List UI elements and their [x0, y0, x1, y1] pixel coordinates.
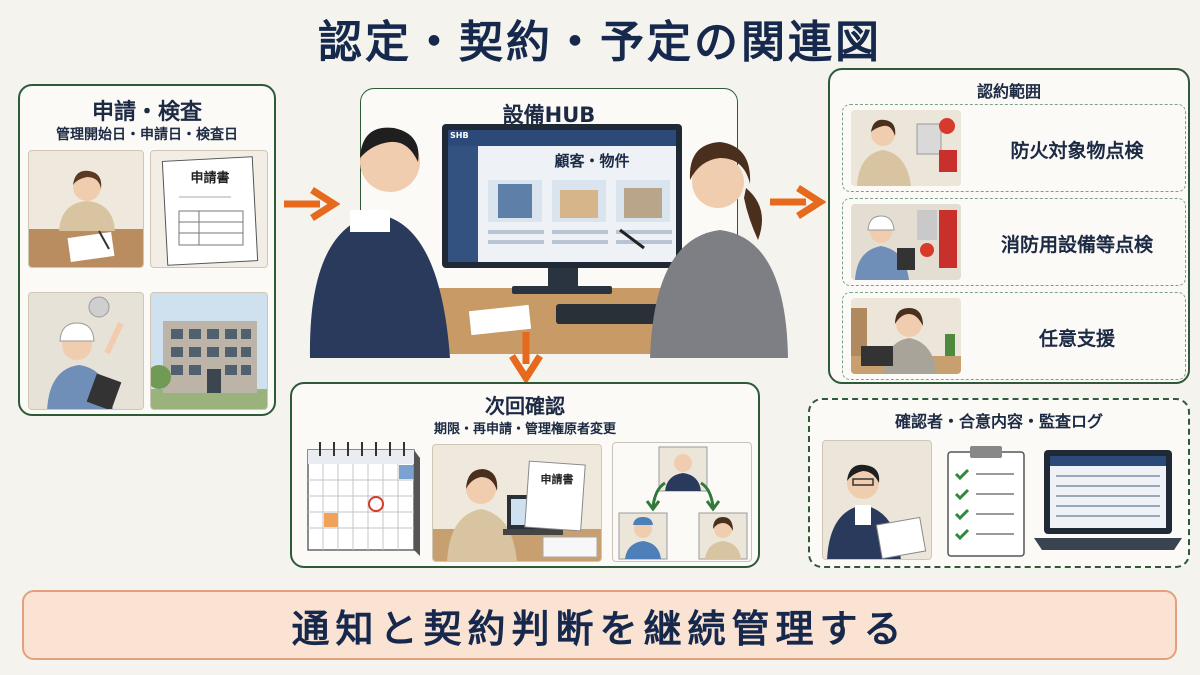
scope-title: 認約範囲: [976, 82, 1041, 101]
scope-item: 任意支援: [842, 292, 1186, 380]
application-inspection-title: 申請・検査: [91, 100, 202, 125]
calendar-icon: [307, 442, 420, 556]
audit-log-panel: 確認者・合意内容・監査ログ: [808, 398, 1190, 568]
page-title: 認定・契約・予定の関連図: [318, 17, 882, 68]
office-worker-illustration: 申請書: [432, 444, 602, 562]
scope-item: 防火対象物点検: [842, 104, 1186, 192]
scope-item-label: 消防用設備等点検: [1000, 233, 1153, 256]
reviewer-illustration: [822, 440, 932, 560]
arrow-right-icon: [284, 187, 340, 221]
application-form-illustration: 申請書: [150, 150, 268, 268]
building-illustration: [150, 292, 268, 410]
application-inspection-subtitle: 管理開始日・申請日・検査日: [56, 127, 238, 143]
summary-banner: 通知と契約判断を継続管理する: [22, 590, 1177, 660]
fire-inspection-illustration: [851, 110, 961, 186]
hub-meeting-scene: [309, 124, 788, 358]
next-check-panel: 次回確認 期限・再申請・管理権原者変更: [290, 382, 760, 568]
hub-screen-heading: 顧客・物件: [554, 152, 630, 170]
arrow-right-icon: [770, 185, 826, 219]
support-staff-illustration: [851, 298, 961, 374]
scope-panel: 認約範囲 防火対象物点検: [828, 68, 1190, 384]
hub-logo: SHB: [450, 131, 469, 140]
form-title: 申請書: [190, 171, 230, 186]
manager-change-diagram: [612, 442, 752, 562]
next-check-subtitle: 期限・再申請・管理権原者変更: [433, 422, 616, 437]
laptop-log-icon: [1034, 450, 1182, 550]
woman-writing-illustration: [28, 150, 144, 268]
application-inspection-panel: 申請・検査 管理開始日・申請日・検査日 申請書: [18, 84, 276, 416]
equipment-inspection-illustration: [851, 204, 961, 280]
inspector-worker-illustration: [28, 292, 144, 410]
scope-item-label: 任意支援: [1038, 327, 1115, 350]
scope-item-label: 防火対象物点検: [1010, 139, 1144, 162]
next-check-title: 次回確認: [485, 394, 565, 418]
audit-log-title: 確認者・合意内容・監査ログ: [894, 412, 1103, 431]
arrow-down-icon: [509, 332, 543, 384]
equipment-hub-title: 設備HUB: [502, 103, 596, 127]
scope-item: 消防用設備等点検: [842, 198, 1186, 286]
checklist-icon: [947, 446, 1025, 557]
next-form-title: 申請書: [540, 473, 574, 486]
